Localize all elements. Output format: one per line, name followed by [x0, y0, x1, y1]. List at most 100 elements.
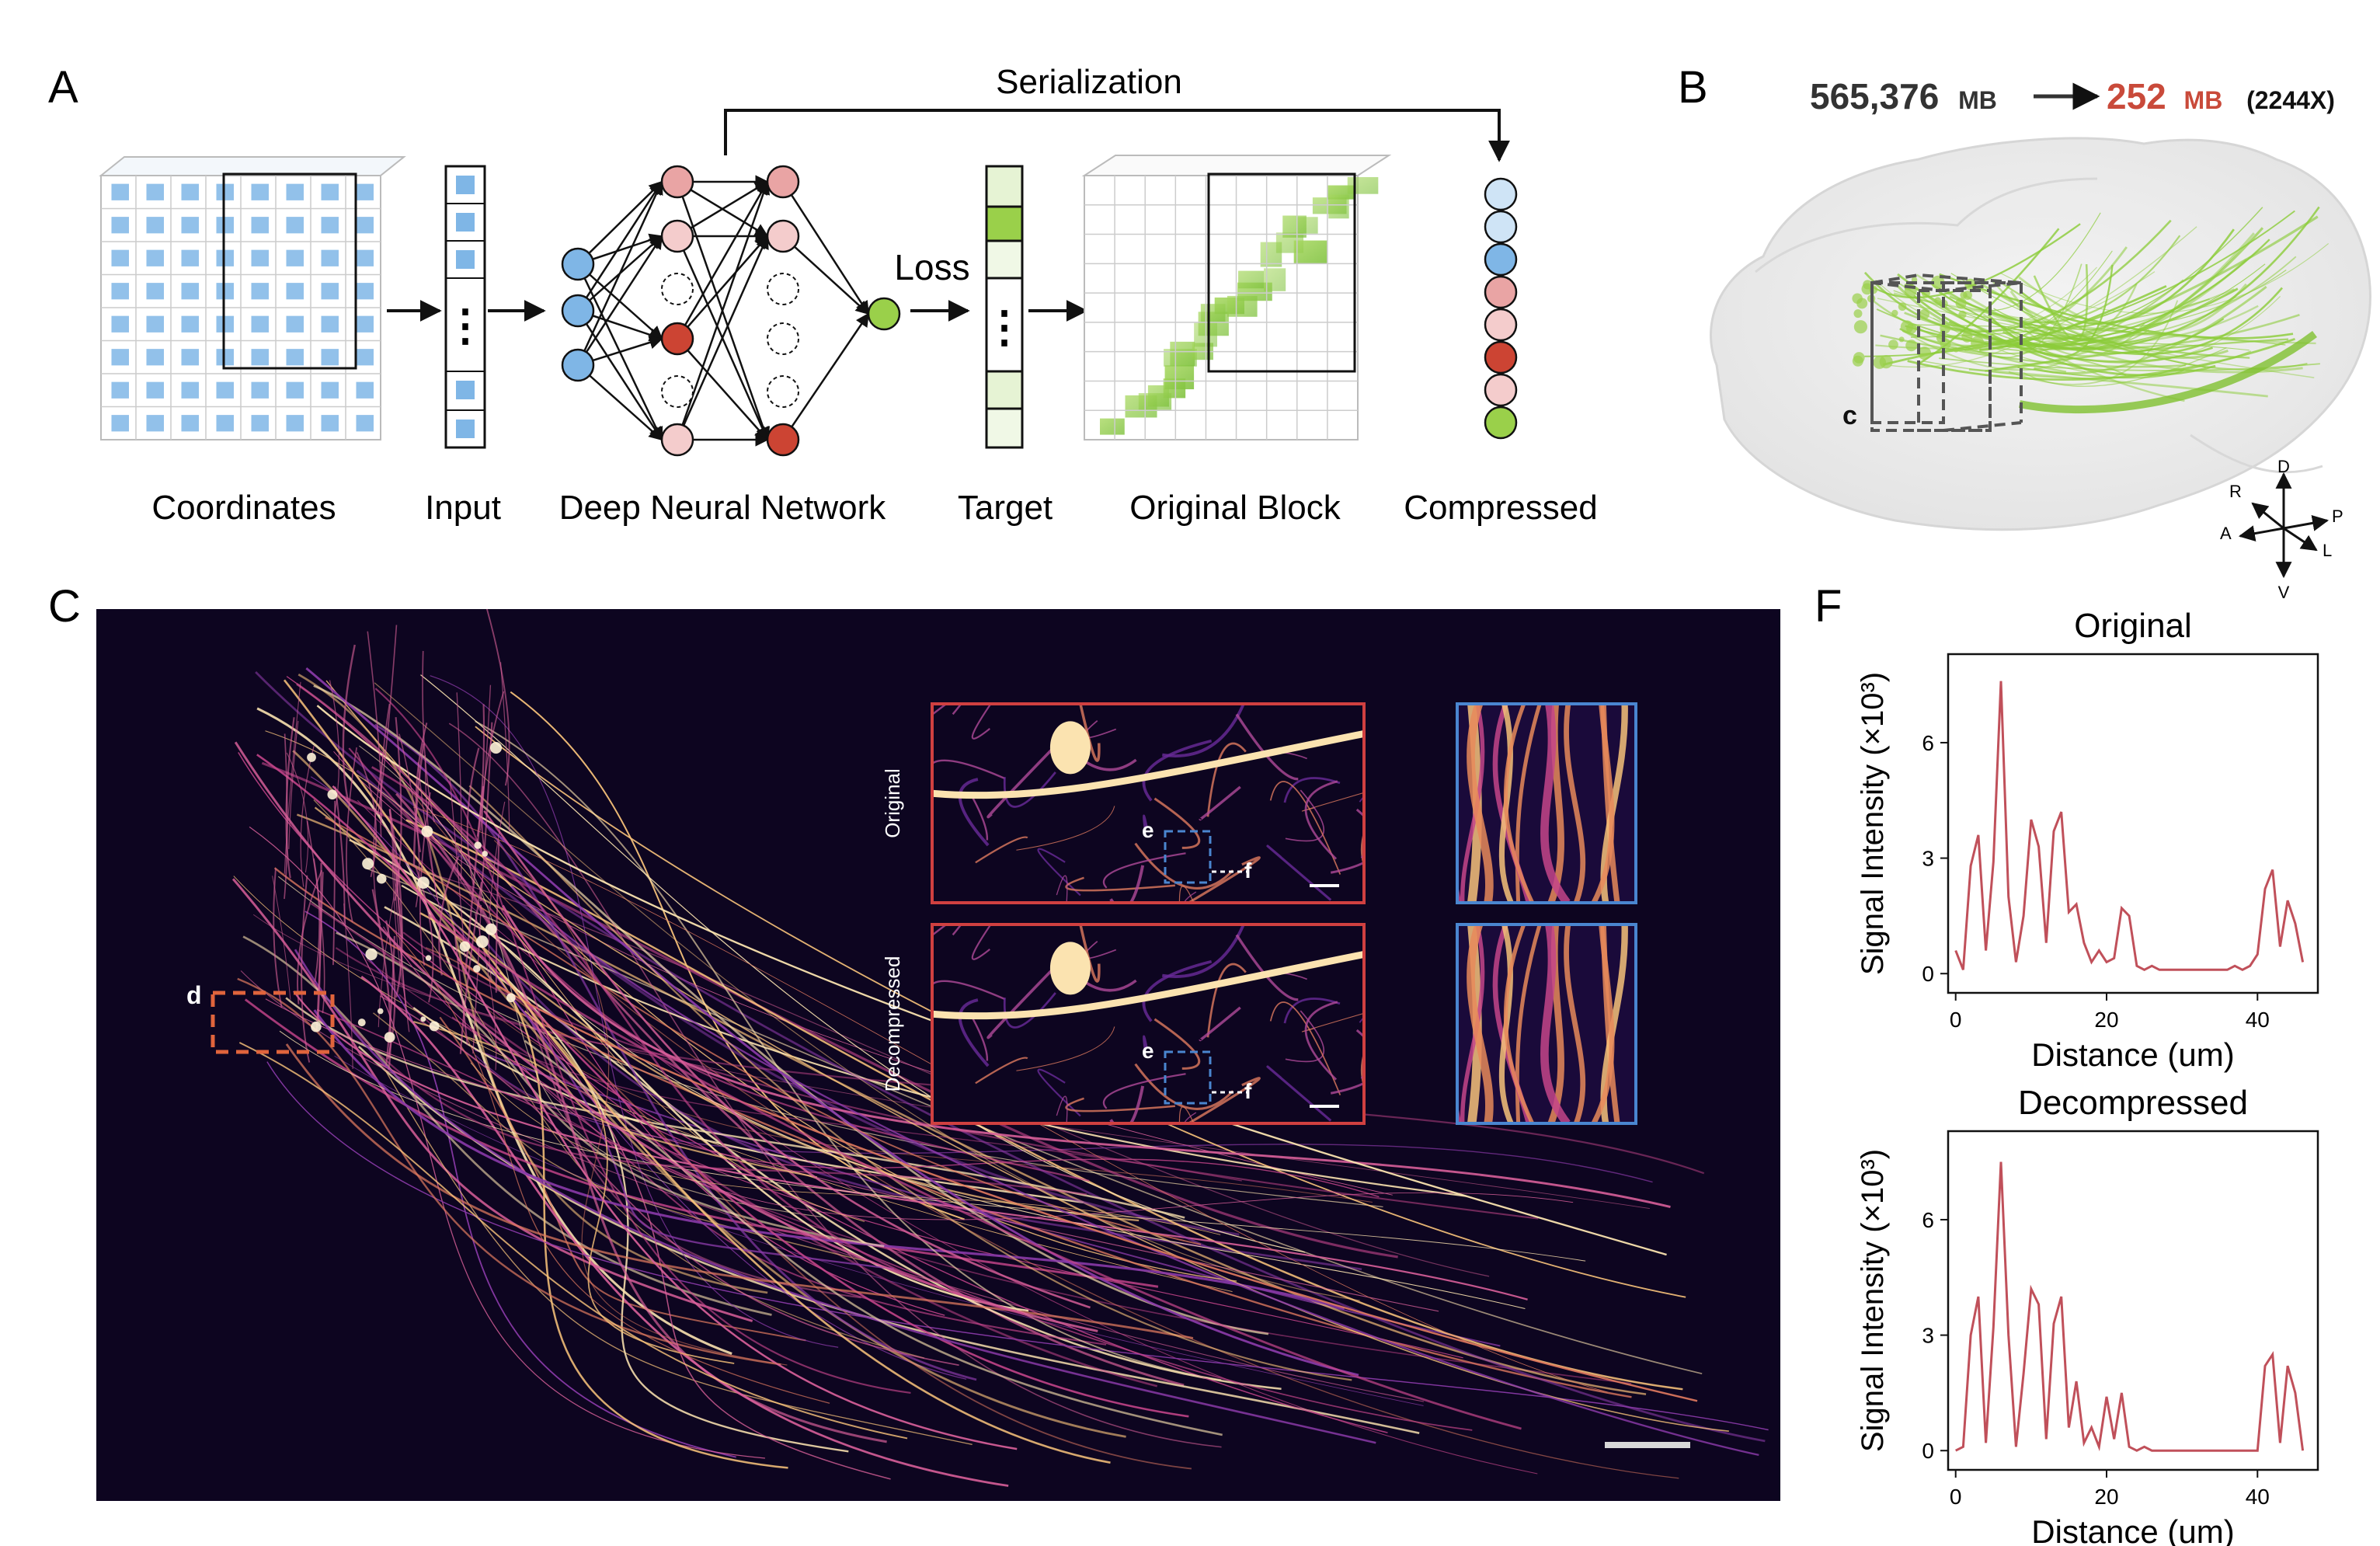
axon [357, 799, 1538, 1475]
dendrite [388, 808, 404, 939]
dendrite [479, 722, 493, 902]
coordinate-point [356, 183, 374, 200]
axon [510, 886, 1759, 1457]
axon [265, 730, 865, 1222]
axon [349, 838, 1029, 1312]
soma [1958, 310, 1967, 319]
label-compressed: Compressed [1404, 489, 1597, 527]
axon [500, 942, 1526, 1309]
coordinate-point [286, 217, 304, 234]
panel-e-zoom [1456, 702, 1637, 1125]
coordinate-point [146, 183, 164, 200]
dendrite [398, 733, 420, 907]
input-vector: ⋮ [444, 165, 487, 449]
soma [1898, 336, 1905, 343]
input-neuron [561, 247, 595, 281]
dendrite [284, 733, 288, 900]
dendrite [297, 869, 323, 1005]
block-top [1081, 155, 1392, 176]
x-tick-label: 40 [2246, 1008, 2270, 1032]
coordinate-point [146, 217, 164, 234]
neurite [1266, 844, 1332, 901]
axis-v: V [2278, 583, 2290, 602]
chart-title: Decompressed [2018, 1084, 2248, 1122]
hidden-neuron [660, 165, 694, 199]
neurite [1153, 1018, 1201, 1070]
y-tick-label: 6 [1922, 1208, 1934, 1232]
edge [676, 180, 771, 440]
neurite [1304, 780, 1338, 860]
neurite [1109, 865, 1145, 903]
axon [448, 723, 1222, 1448]
original-block-cube [1081, 155, 1392, 440]
compressed-vector [1484, 177, 1518, 440]
neurite [1235, 713, 1299, 781]
dendrite [356, 752, 378, 878]
neurite [1162, 924, 1245, 978]
cell-body [420, 1016, 426, 1022]
coordinate-point [111, 283, 129, 300]
axon [524, 1010, 735, 1364]
dendrite [300, 746, 315, 887]
dropped-neuron [767, 273, 799, 305]
dendrite [488, 801, 506, 982]
edge [781, 312, 870, 440]
coordinate-point [321, 349, 339, 366]
sampling-block [222, 172, 357, 370]
axon [238, 1042, 908, 1440]
soma [1873, 356, 1887, 369]
coordinate-point [251, 283, 269, 300]
deep-neural-network [561, 165, 901, 457]
dendrite [485, 609, 510, 786]
neurite [1564, 924, 1586, 1123]
dropped-neuron [767, 375, 799, 408]
region-box-d-label: d [186, 981, 202, 1009]
fiber [2033, 263, 2089, 342]
cell-body [485, 923, 497, 935]
neurite [986, 960, 1062, 1039]
marker-e-2: e [1142, 1039, 1154, 1063]
neurite [1037, 848, 1081, 897]
fiber [2023, 347, 2227, 387]
neurite [1178, 886, 1194, 903]
neurite [1330, 1029, 1364, 1095]
neurite [1283, 777, 1341, 803]
main-dendrite [932, 729, 1364, 799]
axon [374, 682, 1360, 1301]
soma [1918, 346, 1932, 360]
soma [1961, 331, 1973, 343]
dropped-neuron [661, 273, 694, 305]
axon [265, 998, 1439, 1312]
hidden-neuron [660, 219, 694, 253]
dendrite [422, 650, 435, 823]
neurite [971, 1017, 989, 1061]
neurite [1206, 742, 1247, 817]
dendrite [495, 840, 500, 993]
compressed-value [1484, 210, 1518, 244]
neurite [971, 704, 992, 740]
edge [677, 235, 769, 339]
axon [360, 975, 1009, 1487]
neurite [1564, 704, 1586, 903]
main-dendrite [932, 950, 1364, 1020]
serialization-label: Serialization [996, 63, 1182, 101]
neurite [1134, 1063, 1234, 1110]
y-tick-label: 0 [1922, 1439, 1934, 1463]
soma [1911, 277, 1918, 283]
neurite [1283, 998, 1341, 1024]
size-line-2: 252 MB (2244X) [2107, 76, 2335, 117]
signal-line [1955, 1161, 2305, 1452]
axon [231, 878, 753, 1322]
soma [1049, 942, 1091, 995]
plot-area [1947, 1130, 2319, 1471]
axon [524, 1039, 1223, 1436]
signal-line [1954, 681, 2305, 971]
axon [256, 754, 1189, 1418]
fiber [1899, 328, 2073, 371]
coordinate-point [181, 381, 199, 399]
coordinate-point [181, 349, 199, 366]
signal-voxel [1164, 365, 1195, 390]
neurite [1503, 924, 1535, 1123]
dendrite [388, 809, 403, 998]
x-tick-label: 0 [1950, 1485, 1962, 1509]
